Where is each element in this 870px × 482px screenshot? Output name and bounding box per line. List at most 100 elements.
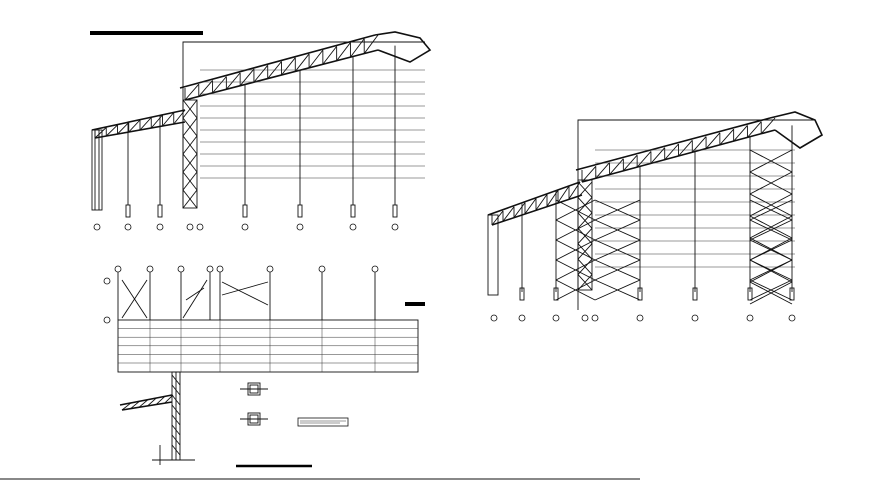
truss-diagonal xyxy=(747,121,762,138)
x-brace xyxy=(555,279,596,301)
truss-diagonal xyxy=(719,128,734,146)
left-column-right xyxy=(487,214,499,296)
post-base xyxy=(692,287,698,301)
x-brace xyxy=(749,259,793,283)
x-brace xyxy=(594,279,641,301)
grid-bubble xyxy=(318,265,326,273)
truss-diagonal xyxy=(226,72,241,90)
post-base xyxy=(297,204,303,218)
post-base xyxy=(157,204,163,218)
grid-bubble xyxy=(788,314,796,322)
brace-diagonal xyxy=(221,281,269,306)
grid-bubble xyxy=(266,265,274,273)
detail-lattice xyxy=(171,414,181,426)
grid-bubble xyxy=(156,223,164,231)
truss-diagonal xyxy=(664,143,679,161)
truss-diagonal xyxy=(239,68,255,87)
x-brace xyxy=(594,219,641,241)
detail-diagonal xyxy=(164,394,174,404)
truss-diagonal xyxy=(294,53,310,72)
grid-bubble xyxy=(490,314,498,322)
truss-diagonal xyxy=(535,194,548,211)
grid-bubble xyxy=(196,223,204,231)
grid-bubble xyxy=(93,223,101,231)
grid-bubble xyxy=(186,223,194,231)
column-lattice xyxy=(182,117,198,137)
girt-lines xyxy=(200,69,425,179)
grid-bubble xyxy=(391,223,399,231)
x-brace xyxy=(749,279,793,301)
grid-bubble xyxy=(206,265,214,273)
connection-detail xyxy=(119,371,349,468)
detail-diagonal xyxy=(155,396,165,405)
truss-diagonal xyxy=(691,136,707,153)
x-brace xyxy=(594,259,641,281)
truss-diagonal xyxy=(150,114,163,129)
detail-lattice xyxy=(171,374,181,386)
x-brace xyxy=(749,281,793,305)
grid-bubble xyxy=(636,314,644,322)
detail-diagonal xyxy=(147,397,157,407)
truss-diagonal xyxy=(636,151,652,168)
grid-bubble xyxy=(114,265,122,273)
x-bracing xyxy=(555,149,793,305)
x-brace xyxy=(749,149,793,173)
post-base xyxy=(519,287,525,301)
x-brace xyxy=(749,237,793,261)
truss-diagonal xyxy=(557,185,570,203)
detail-diagonal xyxy=(121,402,131,411)
wall-bracing-elevation xyxy=(103,265,425,373)
brace-diagonal xyxy=(185,287,205,301)
truss-diagonal xyxy=(581,165,597,183)
column-lattice xyxy=(182,135,198,155)
grid-bubble xyxy=(241,223,249,231)
lattice-column-right xyxy=(577,179,593,291)
truss-diagonal xyxy=(162,112,175,127)
reference-line xyxy=(182,41,425,205)
grid-bubble xyxy=(124,223,132,231)
grid-bubble xyxy=(591,314,599,322)
truss-diagonal xyxy=(253,65,269,83)
detail-lattice xyxy=(171,444,181,456)
grid-bubble xyxy=(581,314,589,322)
grid-bubble xyxy=(296,223,304,231)
truss-diagonal xyxy=(502,206,515,222)
left-truss-elevation xyxy=(90,31,432,231)
column-lattice xyxy=(182,99,198,119)
column-lattice xyxy=(182,171,198,191)
truss-diagonal xyxy=(184,83,200,101)
grid-bubbles xyxy=(93,223,399,231)
detail-lattice xyxy=(171,424,181,436)
truss-diagonal xyxy=(524,198,537,215)
x-brace xyxy=(555,199,596,221)
note-box xyxy=(297,417,349,427)
detail-lattice xyxy=(171,384,181,396)
x-brace xyxy=(555,259,596,281)
truss-diagonal xyxy=(513,202,526,218)
detail-diagonal xyxy=(138,399,148,408)
truss-diagonal xyxy=(491,210,504,226)
lattice-column xyxy=(182,99,198,209)
grid-bubble xyxy=(146,265,154,273)
x-brace xyxy=(749,215,793,239)
grid-bubble xyxy=(216,265,224,273)
truss-diagonal xyxy=(650,147,666,164)
grid-bubble xyxy=(177,265,185,273)
truss-diagonal xyxy=(705,132,721,149)
truss-diagonal xyxy=(336,42,351,61)
x-brace xyxy=(555,219,596,241)
truss-diagonal xyxy=(350,38,365,58)
post-lines xyxy=(125,45,398,218)
truss-diagonal xyxy=(212,76,227,94)
x-brace xyxy=(555,239,596,261)
post-base xyxy=(242,204,248,218)
grid-bubble xyxy=(518,314,526,322)
post-base xyxy=(392,204,398,218)
grid-bubble xyxy=(552,314,560,322)
post-base xyxy=(125,204,131,218)
detail-lattice xyxy=(171,394,181,406)
truss-diagonal xyxy=(139,117,152,131)
grid-bubbles-right xyxy=(490,314,796,322)
truss-diagonal xyxy=(322,46,337,65)
